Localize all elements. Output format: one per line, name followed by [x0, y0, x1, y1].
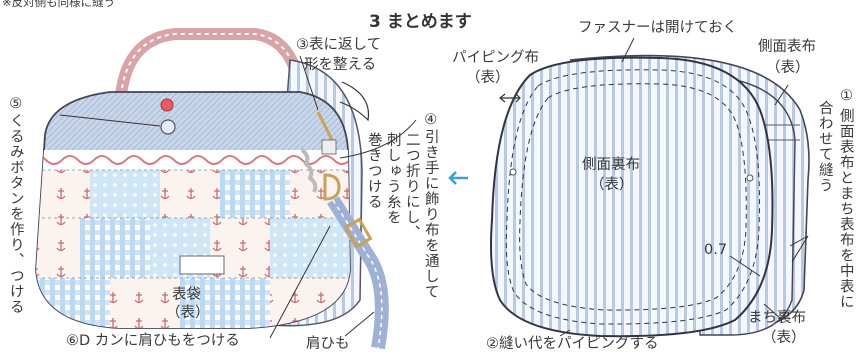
step3-label-2: 形を整える — [304, 57, 377, 73]
d-ring — [323, 173, 341, 201]
step5-label: ⑤くるみボタンを作り、つける — [7, 96, 24, 315]
step6-label: ⑥D カンに肩ひもをつける — [66, 333, 240, 349]
seam-measure: 0.7 — [704, 242, 728, 258]
gusset-lining-side: （表） — [762, 330, 806, 346]
piping-label: パイピング布 — [452, 50, 539, 66]
covered-button — [160, 119, 176, 135]
page-title: 3 まとめます — [369, 12, 472, 32]
step4-label-2: 二つ折りにし、 — [403, 132, 420, 241]
side-outer-side: （表） — [766, 60, 810, 76]
step3-label: ③表に返して — [296, 37, 382, 53]
step1-label-2: 合わせて縫う — [816, 100, 833, 193]
side-outer-label: 側面表布 — [758, 39, 816, 55]
side-lining-side: （表） — [590, 177, 634, 193]
reverse-side-note: ※反対側も同様に縫う — [2, 0, 116, 9]
zipper-note: ファスナーは開けておく — [578, 20, 738, 36]
step4-label-3: 刺しゅう糸を — [384, 132, 401, 225]
outer-bag-drawing — [35, 28, 417, 350]
gusset-lining-label: まち裏布 — [748, 310, 806, 326]
piping-side: （表） — [466, 70, 510, 86]
step2-label: ②縫い代をパイピングする — [486, 336, 659, 352]
step1-number: ① — [840, 88, 853, 104]
lining-bag-drawing — [490, 37, 810, 338]
outer-bag-side: （表） — [166, 305, 210, 321]
outer-bag-label: 表袋 — [172, 287, 201, 303]
brand-tag — [179, 255, 225, 275]
step4-label-4: 巻きつける — [365, 132, 382, 210]
side-lining-panel — [490, 56, 774, 338]
step4-label-1: ④引き手に飾り布を通して — [422, 112, 439, 300]
direction-arrow — [448, 171, 468, 185]
side-lining-label: 側面裏布 — [582, 157, 640, 173]
strap-label: 肩ひも — [306, 336, 350, 352]
step1-label-1: 側面表布とまち表布を中表に — [837, 108, 854, 310]
